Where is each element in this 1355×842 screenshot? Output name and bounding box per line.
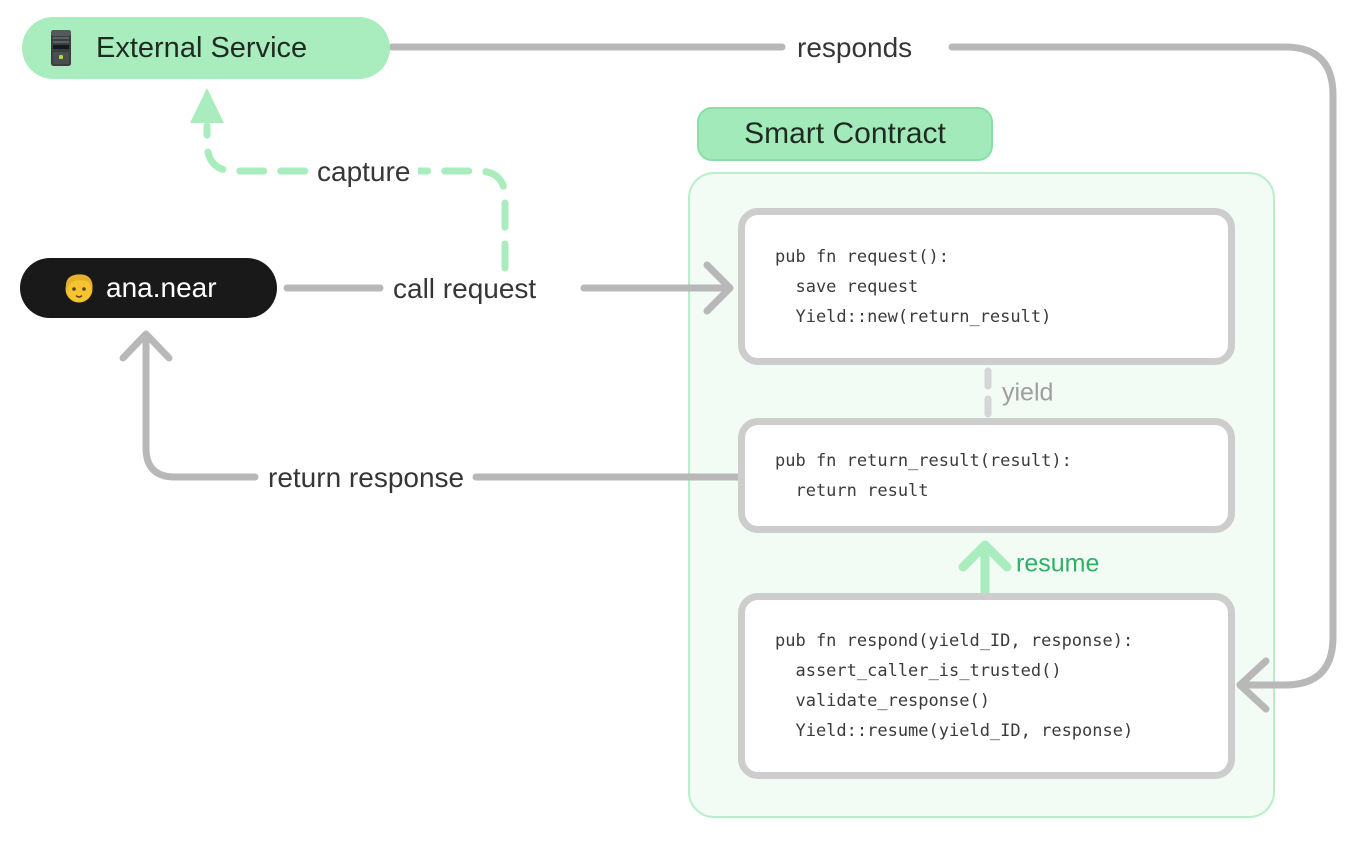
function-box-request: pub fn request(): save request Yield::ne… [738,208,1235,365]
capture-dashed-line [203,122,509,272]
user-account-label: ana.near [106,272,217,303]
external-service-node: External Service [22,17,390,79]
external-service-label: External Service [96,31,308,64]
capture-arrowhead-icon [190,88,224,123]
resume-edge-label: resume [1016,549,1100,578]
code-line: Yield::resume(yield_ID, response) [775,721,1134,741]
return-response-arrowhead-icon [119,330,173,362]
code-line: assert_caller_is_trusted() [775,661,1062,681]
code-line: return result [775,480,929,501]
smart-contract-title: Smart Contract [697,107,993,161]
code-line: validate_response() [775,691,990,711]
person-emoji-icon [62,271,96,305]
code-line: pub fn respond(yield_ID, response): [775,631,1134,651]
capture-edge-label: capture [309,154,419,190]
user-account-node: ana.near [20,258,277,318]
code-line: pub fn request(): [775,246,949,267]
responds-edge-label: responds [797,32,913,63]
server-icon [48,28,74,68]
code-line: pub fn return_result(result): [775,450,1072,471]
call-request-edge-label: call request [393,273,537,304]
function-box-return-result: pub fn return_result(result): return res… [738,418,1235,533]
yield-edge-label: yield [1002,378,1054,407]
return-response-line-left [142,338,259,481]
function-box-respond: pub fn respond(yield_ID, response): asse… [738,593,1235,779]
code-line: Yield::new(return_result) [775,306,1052,327]
smart-contract-label: Smart Contract [744,117,946,150]
code-line: save request [775,276,919,297]
return-response-edge-label: return response [268,462,465,493]
